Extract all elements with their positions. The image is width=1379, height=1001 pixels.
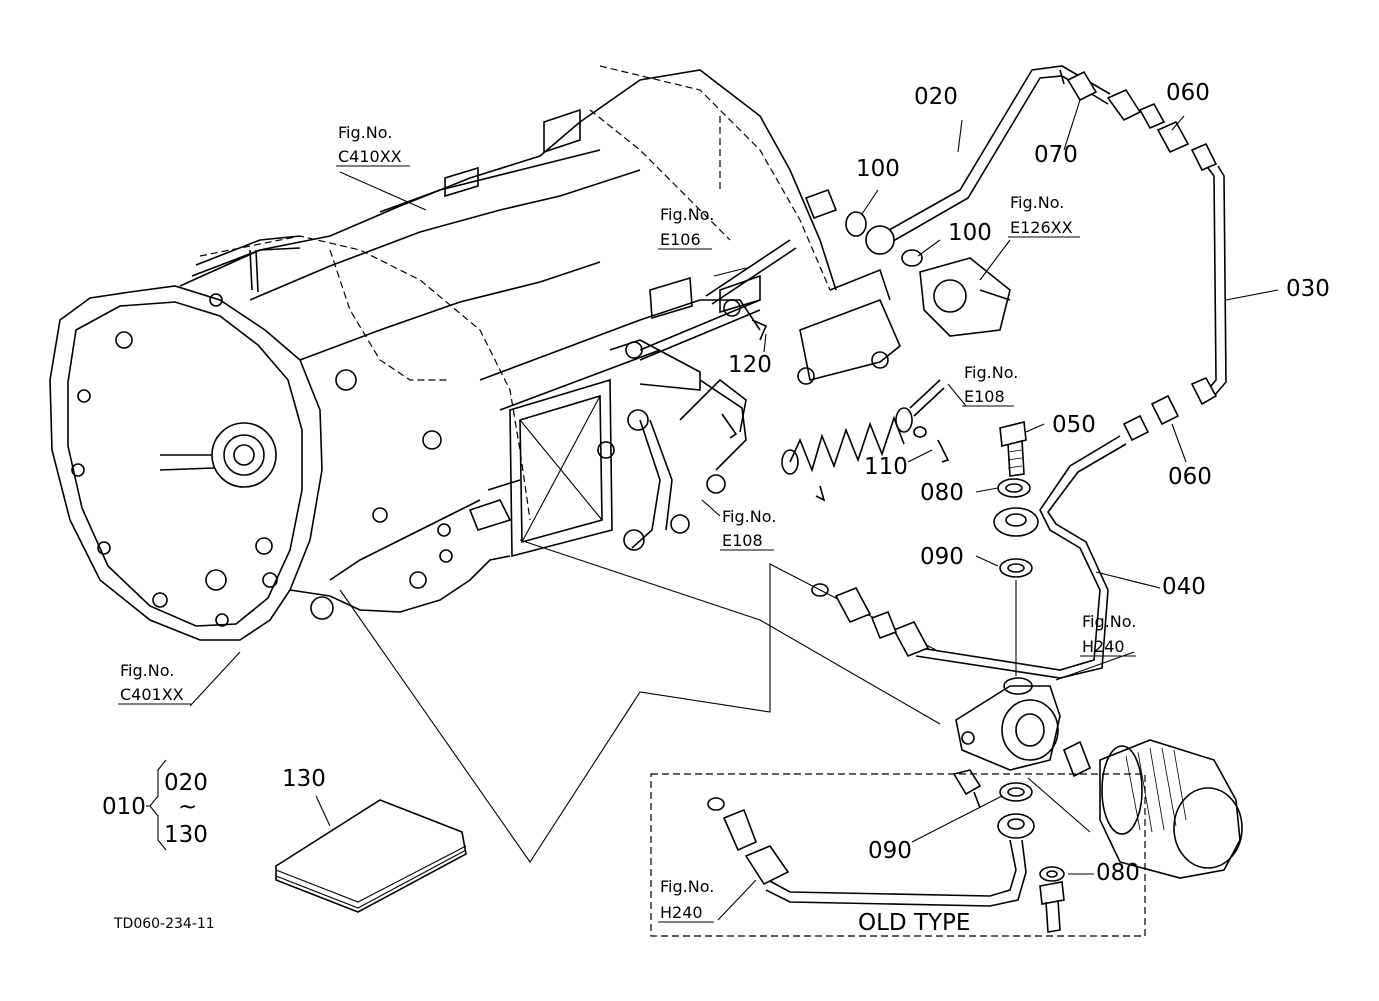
label-020-range: 020 <box>164 770 208 796</box>
label-080-mid: 080 <box>920 480 964 506</box>
transmission-case-illustration <box>49 65 941 863</box>
label-030: 030 <box>1286 276 1330 302</box>
label-110: 110 <box>864 454 908 480</box>
label-090-mid: 090 <box>920 544 964 570</box>
figref-h240a-word: Fig.No. <box>1082 612 1136 631</box>
label-010: 010 <box>102 794 146 820</box>
figref-e126-word: Fig.No. <box>1010 193 1064 212</box>
figref-e108a: E108 <box>964 387 1005 406</box>
figref-c410-word: Fig.No. <box>338 123 392 142</box>
figref-e108b: E108 <box>722 531 763 550</box>
control-linkage-illustration <box>597 239 950 551</box>
label-060-top: 060 <box>1166 80 1210 106</box>
hydraulic-pipes-illustration <box>707 65 1243 933</box>
figref-e106-word: Fig.No. <box>660 205 714 224</box>
label-120: 120 <box>728 352 772 378</box>
label-050: 050 <box>1052 412 1096 438</box>
drawing-code: TD060-234-11 <box>113 916 215 932</box>
figref-h240a: H240 <box>1082 637 1125 656</box>
label-070: 070 <box>1034 142 1078 168</box>
figref-h240b: H240 <box>660 903 703 922</box>
label-100-mid: 100 <box>948 220 992 246</box>
label-130: 130 <box>282 766 326 792</box>
figref-c401-word: Fig.No. <box>120 661 174 680</box>
label-130-range: 130 <box>164 822 208 848</box>
label-080-bottom: 080 <box>1096 860 1140 886</box>
label-100-top: 100 <box>856 156 900 182</box>
figref-e108a-word: Fig.No. <box>964 363 1018 382</box>
label-090-bottom: 090 <box>868 838 912 864</box>
manual-booklet-illustration <box>275 799 467 913</box>
figref-e106: E106 <box>660 230 701 249</box>
figref-c410: C410XX <box>338 147 402 166</box>
figref-c401: C401XX <box>120 685 184 704</box>
old-type-box <box>650 773 1146 937</box>
figref-e108b-word: Fig.No. <box>722 507 776 526</box>
figref-h240b-word: Fig.No. <box>660 877 714 896</box>
label-040: 040 <box>1162 574 1206 600</box>
figref-e126: E126XX <box>1010 218 1073 237</box>
old-type-label: OLD TYPE <box>858 910 970 936</box>
leader-lines <box>189 99 1279 921</box>
callout-labels: 020 060 070 100 100 030 120 050 110 060 … <box>102 80 1330 936</box>
label-tilde: ~ <box>178 794 197 820</box>
range-bracket <box>146 759 167 851</box>
label-020: 020 <box>914 84 958 110</box>
label-060-bottom: 060 <box>1168 464 1212 490</box>
